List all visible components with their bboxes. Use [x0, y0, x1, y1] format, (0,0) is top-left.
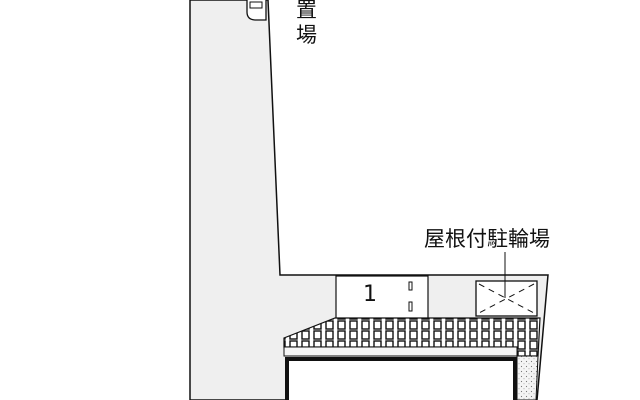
building-eave	[283, 346, 518, 357]
parking-lot-area	[189, 0, 549, 400]
meter-mark	[408, 301, 413, 312]
parking-label-vertical: 置場	[296, 0, 317, 47]
meter-mark	[408, 281, 413, 291]
car-icon	[246, 0, 267, 21]
gravel-strip	[516, 355, 539, 400]
unit-1-area	[335, 275, 429, 320]
bicycle-parking-marker	[475, 280, 538, 317]
covered-bicycle-parking-label: 屋根付駐輪場	[424, 227, 550, 251]
unit-number: 1	[363, 282, 377, 307]
building	[285, 357, 517, 400]
